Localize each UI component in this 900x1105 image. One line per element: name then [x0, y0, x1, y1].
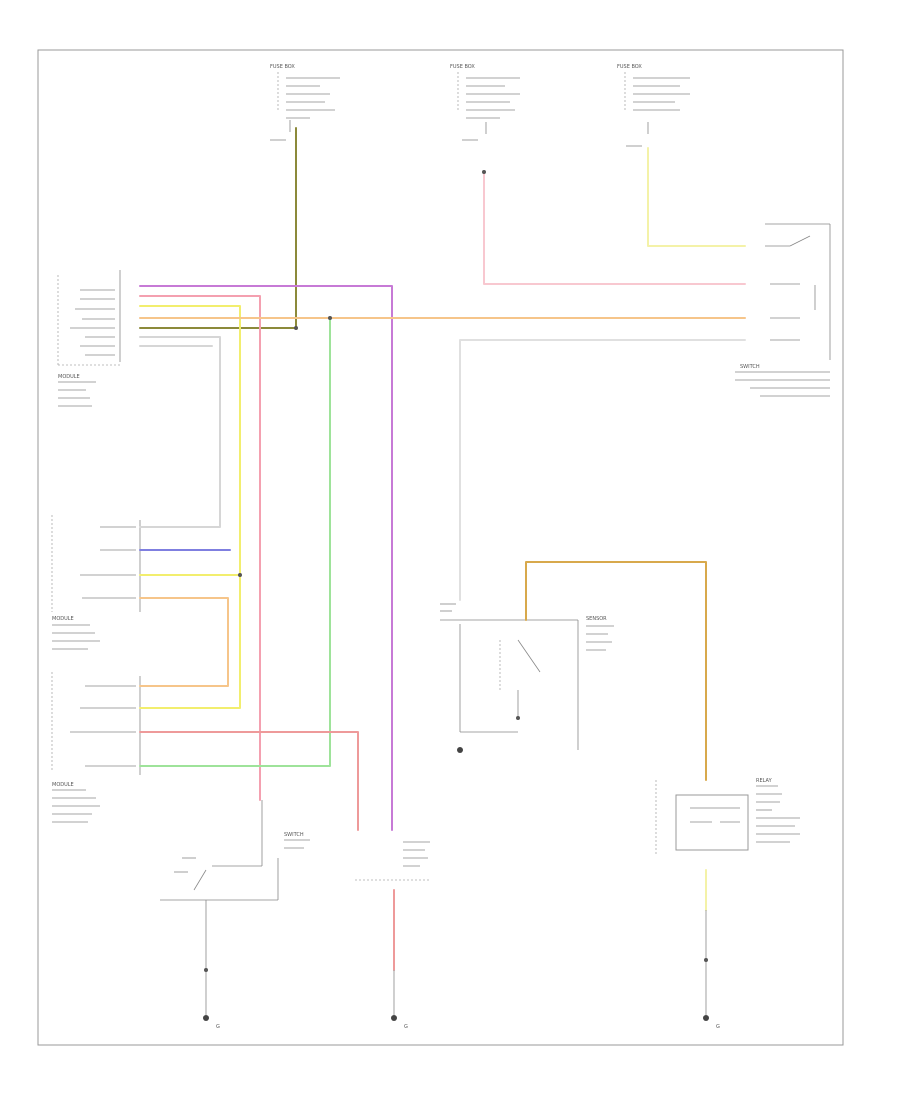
wire-tan [525, 561, 707, 781]
right-top-switch: SWITCH [735, 223, 831, 397]
switch-a-label: SWITCH [740, 364, 760, 370]
wire-olive [139, 127, 297, 329]
ground-3-label: G [716, 1024, 720, 1030]
module-c-label: MODULE [52, 782, 74, 788]
wires [139, 127, 746, 971]
module-a-label: MODULE [58, 374, 80, 380]
ground-left: G [203, 900, 220, 1030]
wire-lightyellow [647, 147, 746, 247]
left-component-block: MODULE [57, 270, 121, 407]
fuse-block-3: FUSE BOX [617, 64, 690, 112]
junction-dots [238, 170, 486, 577]
module-b-label: MODULE [52, 616, 74, 622]
ground-center: G [391, 970, 408, 1030]
fuse-block-1: FUSE BOX [270, 64, 340, 119]
fuse-block-2: FUSE BOX [450, 64, 520, 119]
sensor-label: SENSOR [586, 616, 607, 622]
wire-orange-2 [139, 597, 229, 687]
fuse-box-3-label: FUSE BOX [617, 64, 642, 70]
relay-box [675, 794, 749, 851]
relay-block: RELAY [655, 778, 800, 855]
wire-pink-1 [139, 295, 261, 801]
wire-grey-1 [139, 336, 221, 528]
switch-b-label: SWITCH [284, 832, 304, 838]
ignition-switch: SWITCH [160, 800, 310, 901]
diagram-frame [37, 49, 844, 1046]
center-switch: SENSOR [440, 603, 614, 750]
mid-left-component-block: MODULE [51, 515, 141, 650]
wire-lightpink [483, 171, 746, 285]
ground-2-label: G [404, 1024, 408, 1030]
ground-right: G [703, 910, 720, 1030]
ground-1-label: G [216, 1024, 220, 1030]
wire-red-1 [139, 731, 359, 831]
relay-label: RELAY [756, 778, 773, 784]
wire-grey-3 [459, 339, 746, 601]
ground-sensor [457, 747, 463, 753]
fuse-box-2-label: FUSE BOX [450, 64, 475, 70]
fuse-box-1-label: FUSE BOX [270, 64, 295, 70]
wire-yellow-1 [139, 305, 241, 709]
fuse-marks [270, 120, 649, 147]
ecm-block: MODULE [51, 672, 141, 823]
wire-green [139, 317, 331, 767]
wire-purple [139, 285, 393, 831]
combination-meter [355, 841, 430, 881]
